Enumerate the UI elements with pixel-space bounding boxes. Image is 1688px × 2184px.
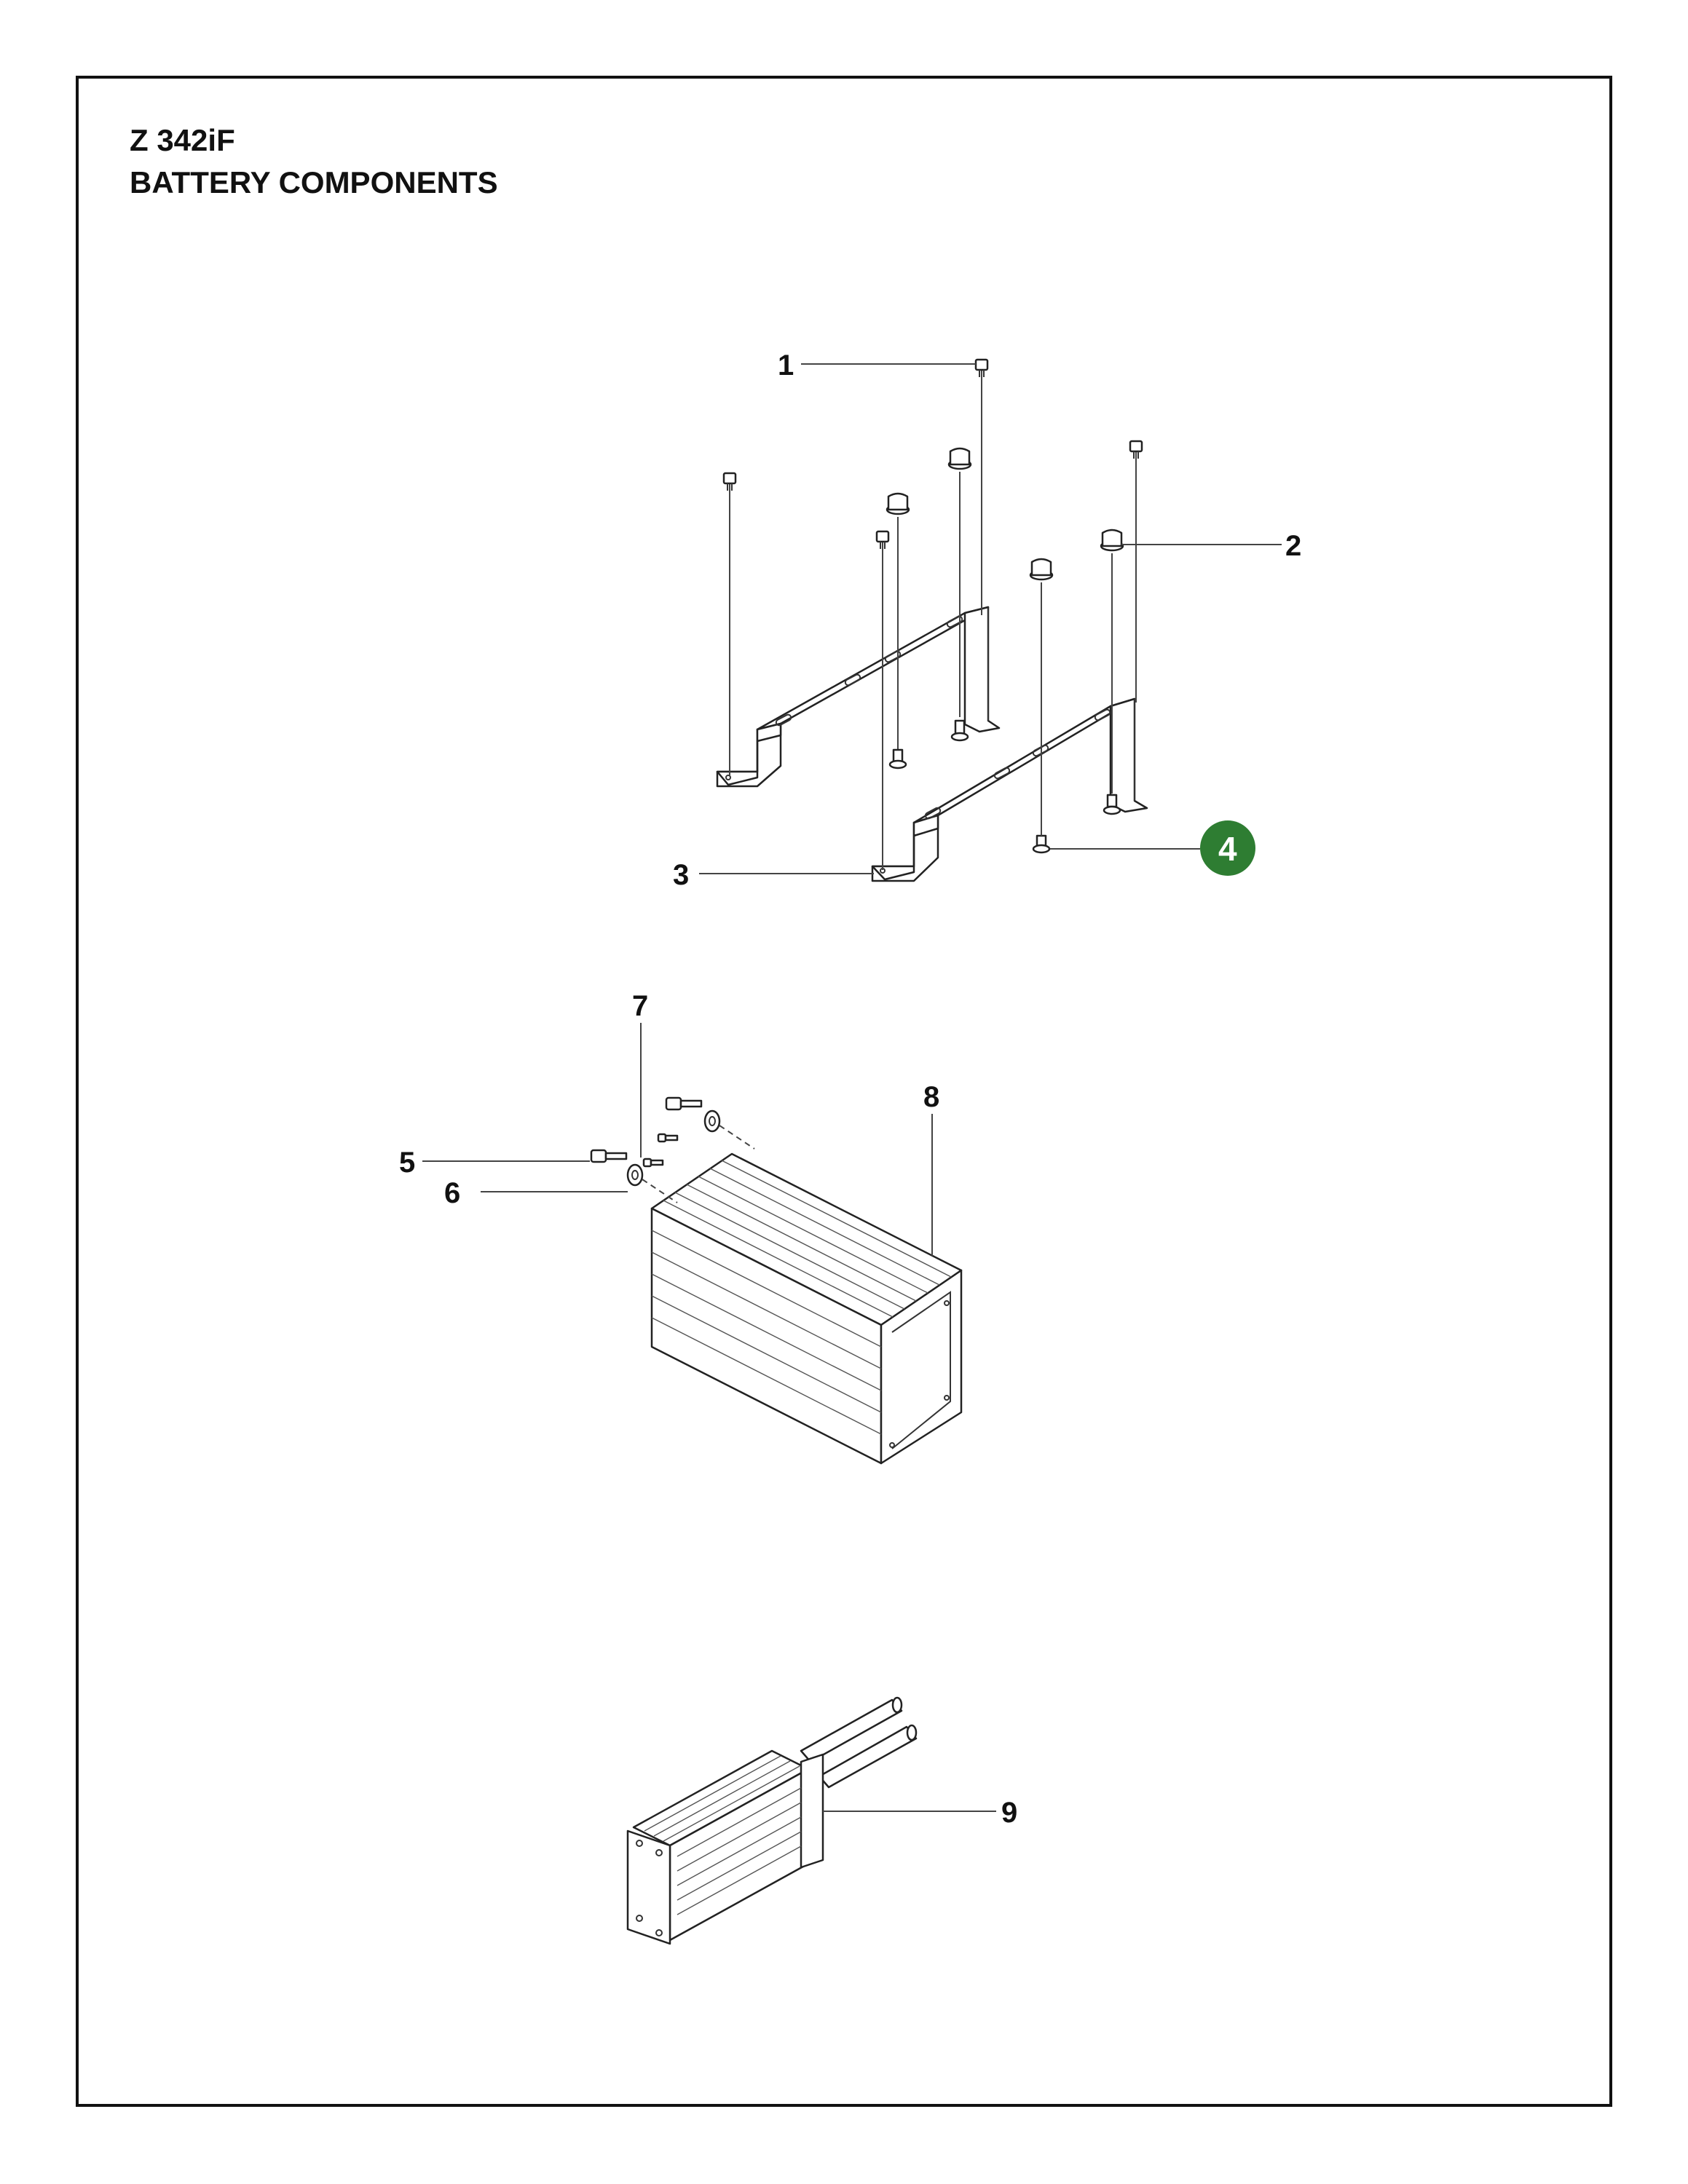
bolt-front-left	[875, 530, 890, 549]
screw-7-upper	[657, 1133, 679, 1143]
callout-5[interactable]: 5	[399, 1147, 590, 1179]
callout-3[interactable]: 3	[673, 859, 874, 891]
flange-nut-2	[1100, 529, 1124, 552]
callout-label: 4	[1218, 830, 1237, 868]
fastener-lines	[729, 370, 1137, 870]
bolt-rear-left	[722, 472, 737, 491]
callout-label: 5	[399, 1147, 415, 1179]
bolt-5-upper	[665, 1096, 703, 1111]
washer-6-upper	[703, 1109, 721, 1133]
bolt-1-top	[974, 358, 989, 377]
battery-pack	[650, 1152, 963, 1465]
callout-label: 9	[1001, 1797, 1017, 1829]
callout-label: 8	[923, 1081, 939, 1113]
section-title: BATTERY COMPONENTS	[130, 165, 498, 199]
charger-9	[626, 1749, 824, 1945]
carriage-bolt-c	[1103, 794, 1121, 815]
bolt-front-right	[1129, 440, 1143, 459]
callout-8[interactable]: 8	[923, 1081, 939, 1256]
screw-7	[642, 1158, 664, 1168]
callout-label: 7	[632, 990, 648, 1022]
flange-nut-c	[1029, 558, 1054, 581]
callout-label: 3	[673, 859, 689, 891]
callout-1[interactable]: 1	[778, 349, 976, 381]
carriage-bolt-4	[1032, 834, 1051, 854]
callout-6[interactable]: 6	[444, 1177, 628, 1209]
bolt-5	[590, 1149, 628, 1163]
carriage-bolt-b	[950, 719, 969, 742]
model-title: Z 342iF	[130, 123, 235, 157]
charger-cables	[800, 1696, 918, 1789]
callout-2[interactable]: 2	[1121, 530, 1301, 562]
callout-label: 2	[1285, 530, 1301, 562]
bracket-front	[871, 697, 1148, 882]
page-frame	[76, 76, 1612, 2107]
bracket-rear	[716, 606, 1001, 788]
flange-nut-b	[947, 447, 972, 470]
flange-nut-a	[886, 492, 910, 515]
callout-9[interactable]: 9	[823, 1797, 1017, 1829]
callout-label: 1	[778, 349, 794, 381]
callout-7[interactable]: 7	[632, 990, 648, 1158]
callout-4-highlight	[1200, 820, 1255, 876]
carriage-bolt-a	[888, 748, 907, 769]
washer-6	[626, 1163, 644, 1187]
callout-label: 6	[444, 1177, 460, 1209]
callout-4[interactable]: 4	[1050, 820, 1255, 876]
